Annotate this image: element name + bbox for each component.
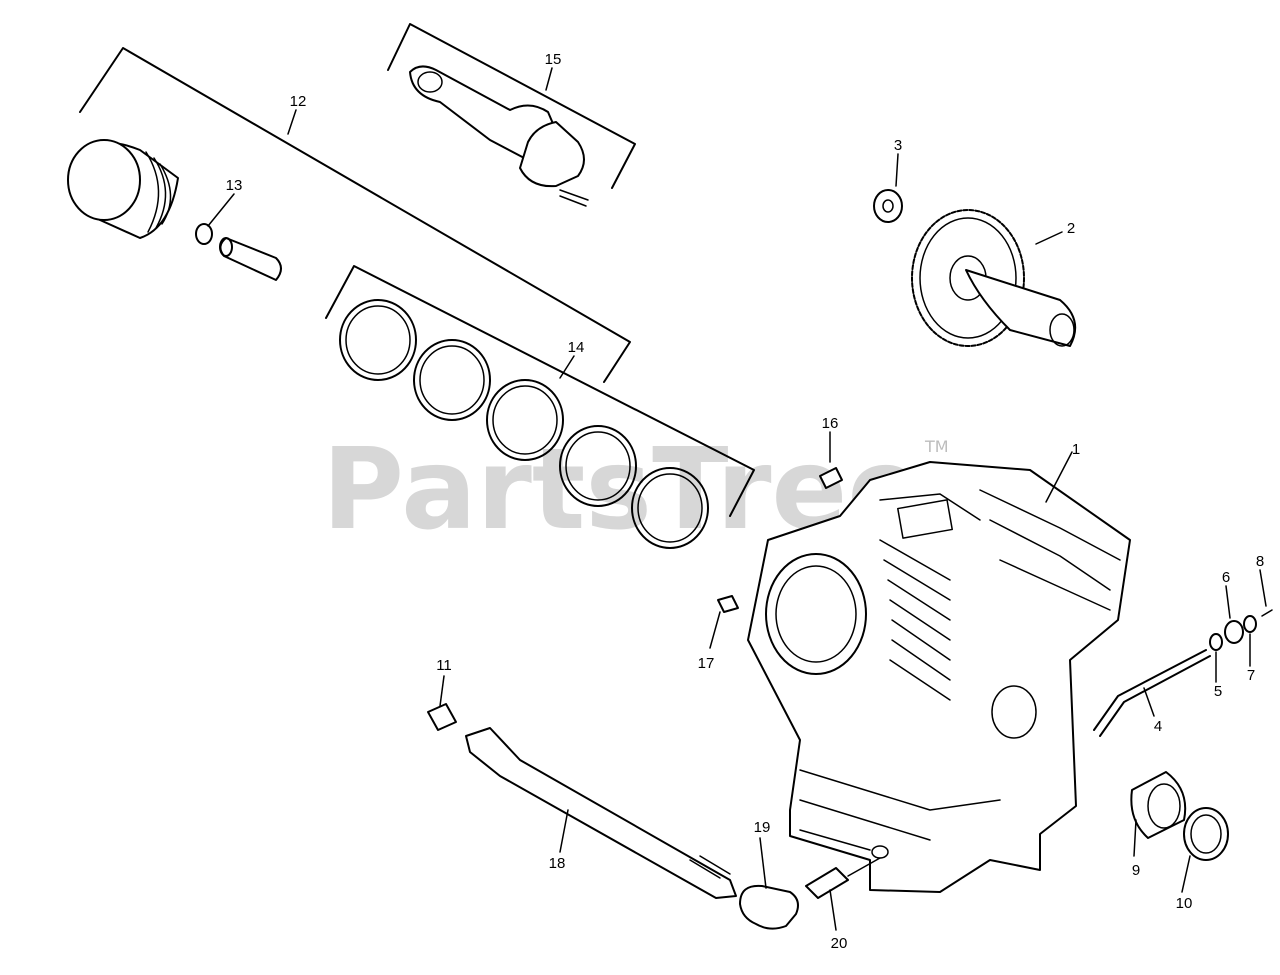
bushing-part	[1130, 771, 1187, 839]
callout-8: 8	[1256, 553, 1264, 570]
piston-part	[67, 139, 179, 239]
callout-20: 20	[831, 935, 848, 952]
elbow-part	[739, 884, 799, 930]
camshaft-part	[911, 209, 1077, 347]
fitting-part	[427, 703, 457, 731]
cap-16	[819, 467, 843, 489]
callout-4: 4	[1154, 718, 1162, 735]
callout-3: 3	[894, 137, 902, 154]
callout-2: 2	[1067, 220, 1075, 237]
crankcase-part	[747, 461, 1131, 893]
callout-6: 6	[1222, 569, 1230, 586]
washer-part	[873, 189, 903, 223]
callout-17: 17	[698, 655, 715, 672]
callout-19: 19	[754, 819, 771, 836]
callout-10: 10	[1176, 895, 1193, 912]
callout-5: 5	[1214, 683, 1222, 700]
callout-9: 9	[1132, 862, 1140, 879]
dipstick-part	[1093, 649, 1211, 737]
callout-14: 14	[568, 339, 585, 356]
small-parts-5-8	[1209, 609, 1273, 651]
callout-18: 18	[549, 855, 566, 872]
bracket-15	[387, 23, 636, 189]
bracket-12	[79, 47, 631, 383]
callout-1: 1	[1072, 441, 1080, 458]
callout-15: 15	[545, 51, 562, 68]
connecting-rod-part	[409, 65, 589, 207]
watermark-tm: TM	[924, 437, 949, 456]
callout-7: 7	[1247, 667, 1255, 684]
shaft-part	[465, 727, 737, 899]
cap-17	[717, 595, 739, 613]
callout-13: 13	[226, 177, 243, 194]
leader-lines	[207, 67, 1267, 931]
piston-pin-ring	[195, 223, 282, 281]
seal-part	[1183, 807, 1229, 861]
nipple-part	[805, 845, 889, 899]
piston-rings	[339, 299, 709, 549]
callout-16: 16	[822, 415, 839, 432]
bracket-14	[325, 265, 755, 517]
callout-12: 12	[290, 93, 307, 110]
callout-11: 11	[436, 657, 452, 674]
